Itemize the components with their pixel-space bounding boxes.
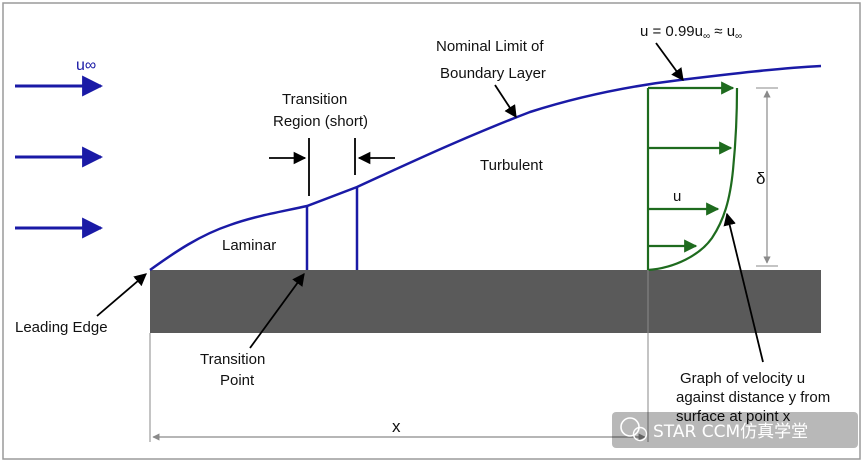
leading-edge-pointer [96, 273, 147, 317]
transition-region-label-line2: Region (short) [273, 113, 368, 130]
freestream-label: u∞ [76, 57, 96, 74]
watermark: STAR CCM仿真学堂 [612, 412, 858, 448]
velocity-99-pointer [655, 42, 684, 82]
graph-label-line2: against distance y from [676, 389, 830, 406]
nominal-limit-label-line1: Nominal Limit of [436, 38, 544, 55]
freestream-arrows [15, 75, 104, 239]
graph-label-line3: surface at point x [676, 408, 791, 425]
velocity-profile [646, 81, 739, 272]
leading-edge-label: Leading Edge [15, 319, 108, 336]
profile-curve [647, 87, 739, 272]
x-label: x [392, 417, 401, 436]
wechat-icon-small [632, 426, 648, 442]
transition-point-label-line2: Point [220, 372, 255, 389]
watermark-backdrop [612, 412, 858, 448]
graph-pointer [723, 212, 764, 363]
velocity-99-label: u = 0.99u∞ ≈ u∞ [640, 23, 742, 42]
watermark-text: STAR CCM仿真学堂 [653, 422, 808, 442]
laminar-label: Laminar [222, 237, 276, 254]
transition-point-pointer [249, 272, 305, 349]
boundary-layer-curve [149, 64, 822, 272]
delta-label: δ [756, 169, 765, 188]
u-label: u [673, 188, 681, 205]
graph-label-line1: Graph of velocity u [680, 370, 805, 387]
transition-point-label-line1: Transition [200, 351, 265, 368]
nominal-limit-label-line2: Boundary Layer [440, 65, 546, 82]
turbulent-label: Turbulent [480, 157, 544, 174]
nominal-limit-pointer [494, 84, 517, 119]
transition-region-label-line1: Transition [282, 91, 347, 108]
flat-plate [150, 270, 821, 333]
